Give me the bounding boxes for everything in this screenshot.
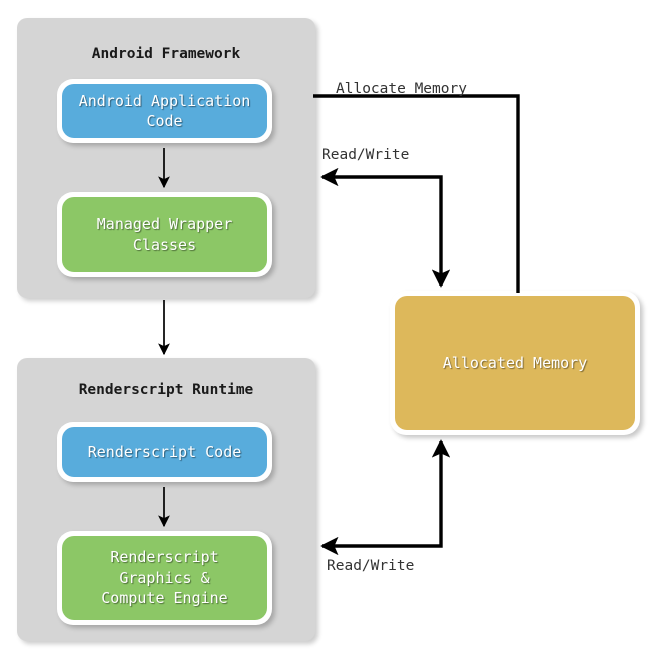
- edge-allocate-memory: [313, 94, 520, 293]
- edge-label-allocate-memory: Allocate Memory: [336, 81, 467, 97]
- edge-label-read-write-framework: Read/Write: [322, 147, 410, 163]
- node-allocated-memory[interactable]: Allocated Memory: [390, 291, 640, 435]
- edge-label-read-write-runtime: Read/Write: [327, 558, 415, 574]
- edge-read-write-runtime: [320, 439, 451, 556]
- node-label-allocated-memory: Allocated Memory: [395, 296, 635, 430]
- node-renderscript-code[interactable]: Renderscript Code: [57, 422, 272, 482]
- node-label-renderscript-graphics-compute-engine: Renderscript Graphics & Compute Engine: [62, 536, 267, 620]
- group-title-renderscript-runtime: Renderscript Runtime: [78, 382, 254, 398]
- node-label-renderscript-code: Renderscript Code: [62, 427, 267, 477]
- node-android-application-code[interactable]: Android Application Code: [57, 79, 272, 143]
- group-title-android-framework: Android Framework: [91, 46, 241, 62]
- node-managed-wrapper-classes[interactable]: Managed Wrapper Classes: [57, 192, 272, 277]
- node-label-android-application-code: Android Application Code: [62, 84, 267, 138]
- edge-read-write-framework: [320, 167, 451, 288]
- node-label-managed-wrapper-classes: Managed Wrapper Classes: [62, 197, 267, 272]
- node-renderscript-graphics-compute-engine[interactable]: Renderscript Graphics & Compute Engine: [57, 531, 272, 625]
